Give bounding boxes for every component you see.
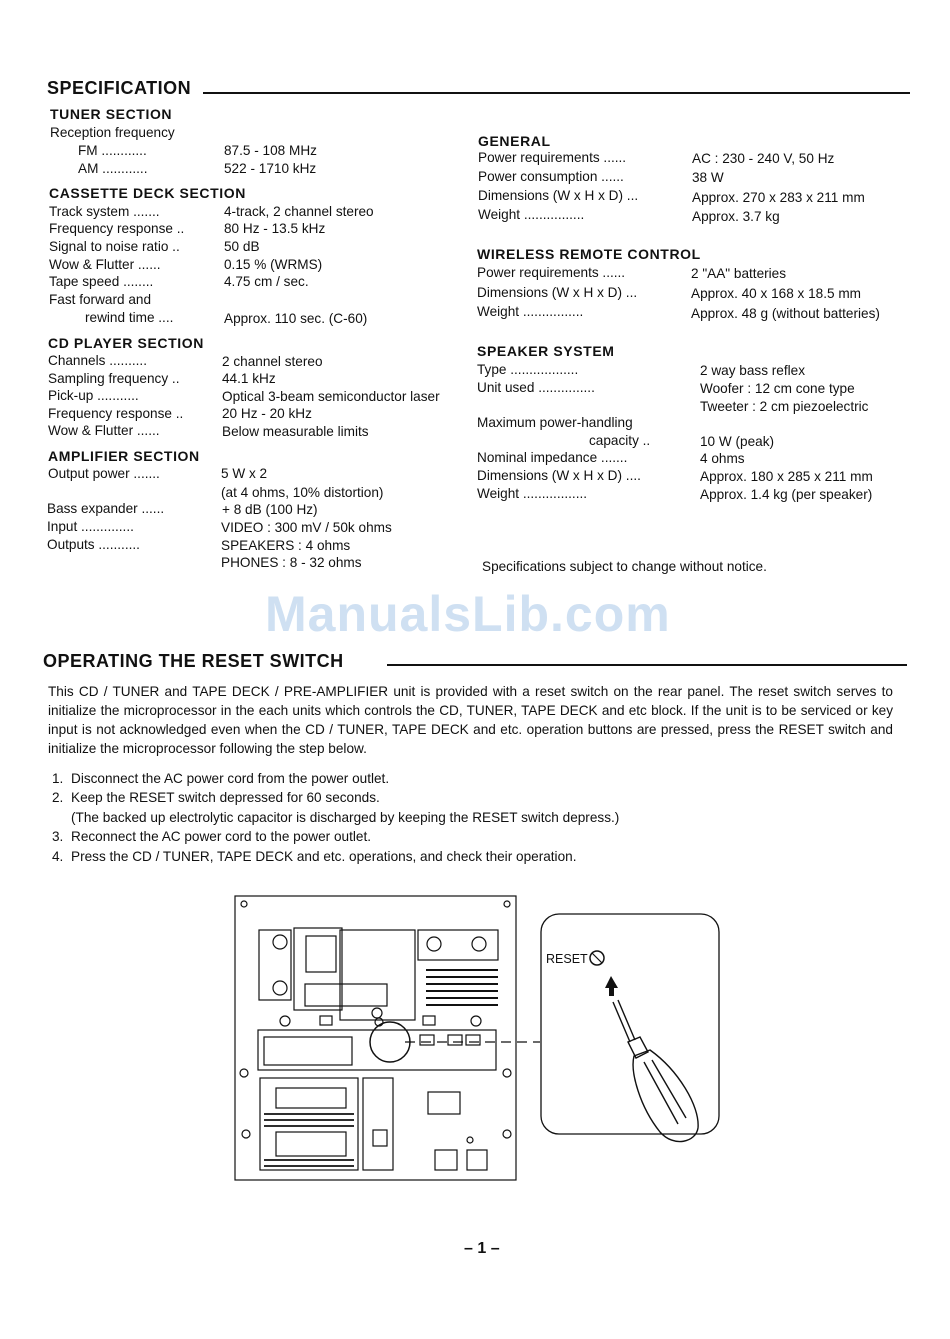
amplifier-value: SPEAKERS : 4 ohms [221,538,351,553]
remote-label: Weight ................ [477,304,584,319]
rear-panel-figure: RESET [234,895,720,1181]
amplifier-heading: AMPLIFIER SECTION [48,448,200,464]
cd-label: Channels .......... [48,353,147,368]
cd-label: Sampling frequency .. [48,371,180,386]
step-number: 3. [52,829,64,844]
general-value: Approx. 270 x 283 x 211 mm [692,190,865,205]
cd-value: Optical 3-beam semiconductor laser [222,389,440,404]
speaker-value: Woofer : 12 cm cone type [700,381,855,396]
speaker-value: 10 W (peak) [700,434,775,449]
cassette-value: 4-track, 2 channel stereo [224,204,374,219]
cassette-label: Track system ....... [49,204,160,219]
amplifier-value: VIDEO : 300 mV / 50k ohms [221,520,392,535]
cd-value: 20 Hz - 20 kHz [222,406,312,421]
speaker-label: Nominal impedance ....... [477,450,628,465]
cassette-value: 0.15 % (WRMS) [224,257,323,272]
reset-title-rule [387,664,907,666]
speaker-label: Type .................. [477,362,579,377]
tuner-value: 522 - 1710 kHz [224,161,317,176]
cassette-value: 50 dB [224,239,260,254]
remote-value: Approx. 40 x 168 x 18.5 mm [691,286,862,301]
general-label: Power requirements ...... [478,150,627,165]
screwdriver-icon [612,999,699,1143]
step-text: Reconnect the AC power cord to the power… [71,829,371,844]
amplifier-value: PHONES : 8 - 32 ohms [221,555,362,570]
speaker-value: Approx. 180 x 285 x 211 mm [700,469,873,484]
amplifier-value: + 8 dB (100 Hz) [222,502,318,517]
amplifier-value: 5 W x 2 [221,466,268,481]
cassette-heading: CASSETTE DECK SECTION [49,185,246,201]
remote-label: Power requirements ...... [477,265,626,280]
tuner-label: Reception frequency [50,125,175,140]
cassette-label: Tape speed ........ [49,274,154,289]
spec-notice: Specifications subject to change without… [482,559,767,574]
speaker-label: Unit used ............... [477,380,595,395]
watermark: ManualsLib.com [265,586,671,642]
amplifier-label: Input .............. [47,519,134,534]
step-text: Disconnect the AC power cord from the po… [71,771,390,786]
general-label: Power consumption ...... [478,169,624,184]
cassette-value: Approx. 110 sec. (C-60) [224,311,368,326]
speaker-label: Dimensions (W x H x D) .... [477,468,641,483]
spec-title: SPECIFICATION [47,78,192,98]
step-number: 2. [52,790,64,805]
arrow-up-icon [605,976,618,996]
cassette-value: 4.75 cm / sec. [224,274,309,289]
cassette-label: Wow & Flutter ...... [49,257,161,272]
speaker-value: Tweeter : 2 cm piezoelectric [700,399,869,414]
cd-value: 44.1 kHz [222,371,276,386]
remote-value: Approx. 48 g (without batteries) [691,306,880,321]
amplifier-label: Bass expander ...... [47,501,165,516]
page-number: – 1 – [464,1240,500,1257]
reset-title: OPERATING THE RESET SWITCH [43,651,344,671]
cd-label: Pick-up ........... [48,388,139,403]
tuner-value: 87.5 - 108 MHz [224,143,317,158]
tuner-heading: TUNER SECTION [50,106,173,122]
reset-highlight-circle [369,1021,411,1063]
general-value: 38 W [692,170,724,185]
general-value: AC : 230 - 240 V, 50 Hz [692,151,835,166]
tuner-label: FM ............ [78,143,147,158]
spec-title-rule [203,92,910,94]
remote-label: Dimensions (W x H x D) ... [477,285,638,300]
step-text: (The backed up electrolytic capacitor is… [71,810,620,825]
remote-value: 2 "AA" batteries [691,266,787,281]
general-value: Approx. 3.7 kg [692,209,780,224]
cassette-label: rewind time .... [85,310,174,325]
amplifier-label: Outputs ........... [47,537,140,552]
cassette-value: 80 Hz - 13.5 kHz [224,221,326,236]
step-number: 4. [52,849,64,864]
cd-value: 2 channel stereo [222,354,323,369]
speaker-value: Approx. 1.4 kg (per speaker) [700,487,873,502]
cassette-label: Frequency response .. [49,221,185,236]
step-text: Press the CD / TUNER, TAPE DECK and etc.… [71,849,577,864]
step-text: Keep the RESET switch depressed for 60 s… [71,790,380,805]
reset-figure-label: RESET [546,952,588,966]
cd-label: Frequency response .. [48,406,184,421]
cassette-label: Signal to noise ratio .. [49,239,180,254]
reset-button-icon [589,950,605,966]
rear-panel-outline [234,895,517,1181]
speaker-label: Maximum power-handling [477,415,633,430]
speaker-label: Weight ................. [477,486,588,501]
amplifier-value: (at 4 ohms, 10% distortion) [221,485,384,500]
step-number: 1. [52,771,64,786]
speaker-label: capacity .. [589,433,651,448]
speaker-value: 4 ohms [700,451,745,466]
general-label: Weight ................ [478,207,585,222]
cd-label: Wow & Flutter ...... [48,423,160,438]
speaker-value: 2 way bass reflex [700,363,806,378]
general-label: Dimensions (W x H x D) ... [478,188,639,203]
general-heading: GENERAL [478,133,551,149]
cd-value: Below measurable limits [222,424,369,439]
speaker-heading: SPEAKER SYSTEM [477,343,615,359]
reset-intro: This CD / TUNER and TAPE DECK / PRE-AMPL… [48,684,893,756]
cd-heading: CD PLAYER SECTION [48,335,204,351]
zoom-box [540,913,720,1135]
amplifier-label: Output power ....... [48,466,160,481]
cassette-label: Fast forward and [49,292,151,307]
tuner-label: AM ............ [78,161,148,176]
remote-heading: WIRELESS REMOTE CONTROL [477,246,701,262]
